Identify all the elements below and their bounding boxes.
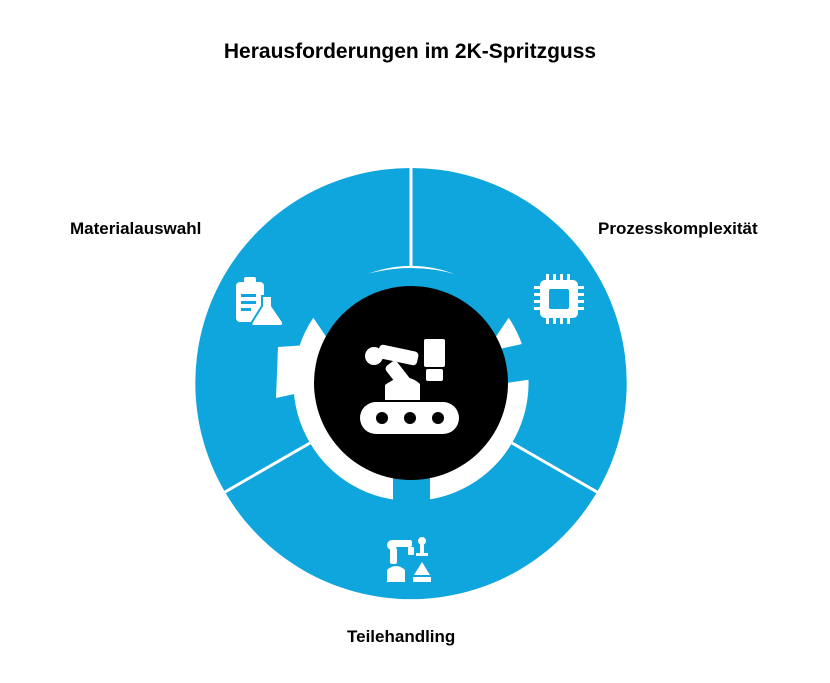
segment-teilehandling <box>225 443 597 600</box>
label-materialauswahl: Materialauswahl <box>70 219 202 238</box>
segment-prozesskomplexitaet <box>411 167 627 493</box>
clipboard-flask-icon <box>236 277 285 327</box>
segment-materialauswahl <box>195 167 411 492</box>
robot-arm-parts-icon <box>387 537 431 582</box>
label-prozesskomplexitaet: Prozesskomplexität <box>598 219 758 238</box>
diagram-title: Herausforderungen im 2K-Spritzguss <box>223 40 597 63</box>
connector-left <box>276 344 322 398</box>
ring <box>195 167 627 600</box>
microchip-icon <box>534 274 584 324</box>
label-teilehandling: Teilehandling <box>347 627 456 646</box>
industrial-robot-conveyor-icon <box>360 339 459 434</box>
